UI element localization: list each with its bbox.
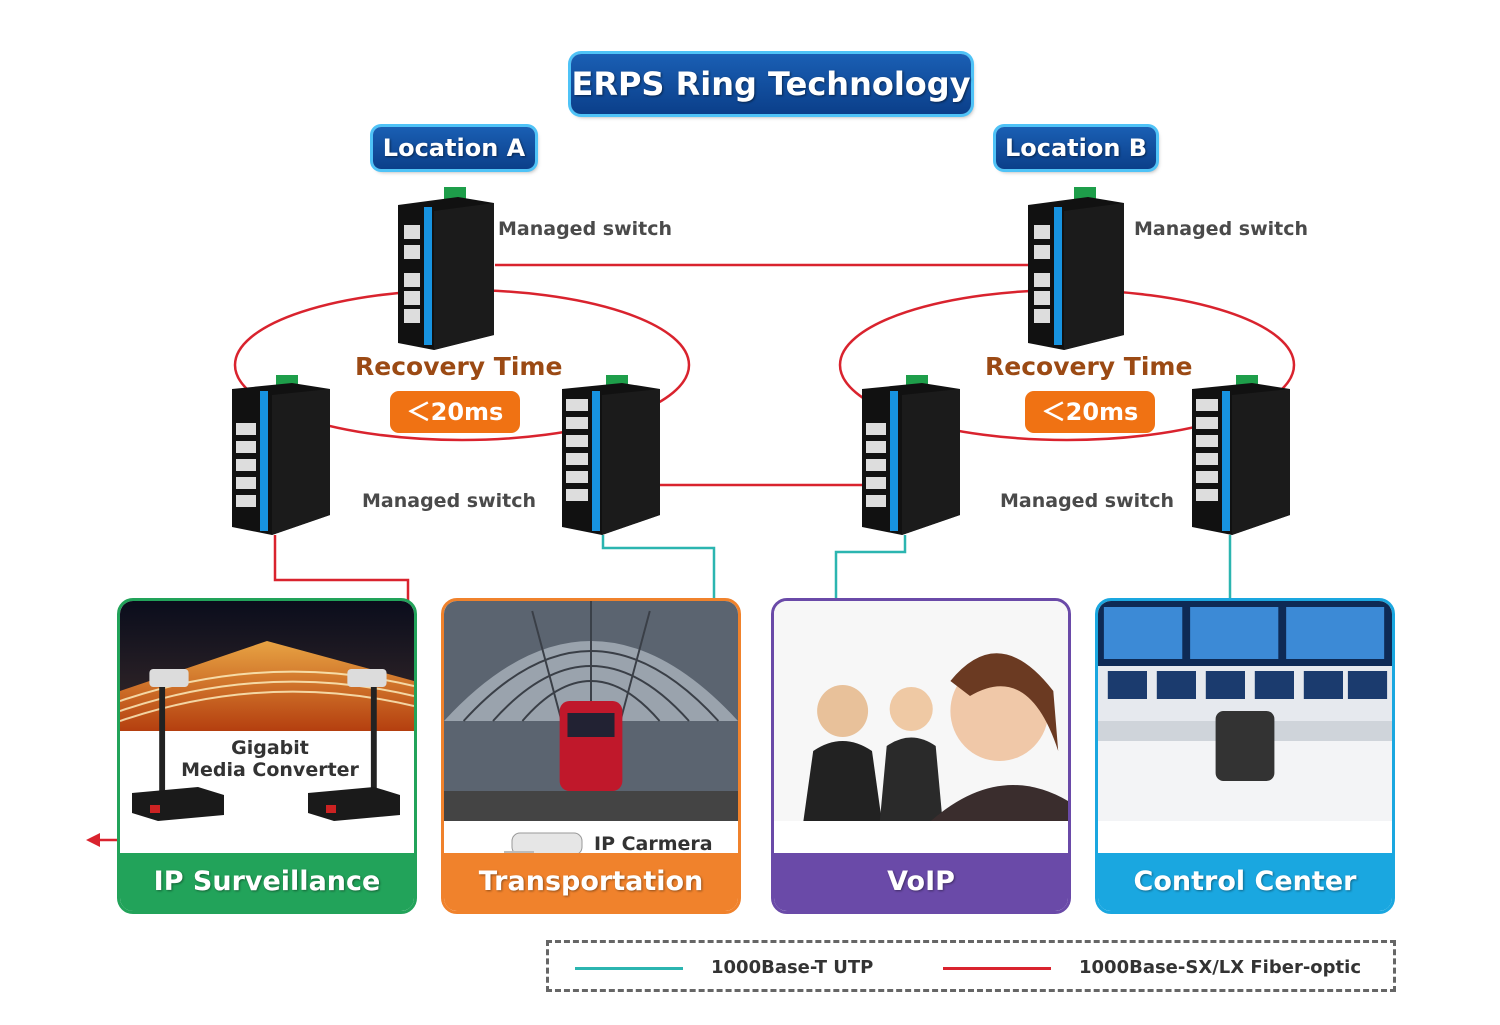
page-title: ERPS Ring Technology bbox=[571, 54, 971, 114]
media-converter-right bbox=[308, 787, 400, 821]
ip-camera-label: IP Carmera bbox=[594, 833, 713, 855]
voip-utp bbox=[834, 535, 907, 622]
control-room-image bbox=[1098, 601, 1392, 821]
panel-label-ip-surveillance: IP Surveillance bbox=[120, 853, 414, 911]
switch-a-right bbox=[562, 375, 660, 535]
media-converter-line2: Media Converter bbox=[181, 759, 359, 781]
panel-label-transportation: Transportation bbox=[444, 853, 738, 911]
switch-a-left bbox=[232, 375, 330, 535]
recovery-value-a: ＜20ms bbox=[390, 391, 520, 433]
legend-fiber-swatch bbox=[943, 967, 1051, 970]
switch-b-right bbox=[1192, 375, 1290, 535]
switch-label-a-top: Managed switch bbox=[498, 218, 673, 240]
arrow-left-icon bbox=[86, 833, 100, 847]
train-station-image bbox=[444, 601, 738, 821]
switch-b-left bbox=[862, 375, 960, 535]
legend-fiber-label: 1000Base-SX/LX Fiber-optic bbox=[1079, 957, 1361, 978]
media-converter-line1: Gigabit bbox=[231, 737, 309, 759]
location-a-badge: Location A bbox=[373, 127, 535, 169]
switch-b-top bbox=[1028, 187, 1124, 350]
legend-utp-label: 1000Base-T UTP bbox=[711, 957, 874, 978]
panel-transportation: IP Carmera Transportation bbox=[441, 598, 741, 914]
recovery-value-b: ＜20ms bbox=[1025, 391, 1155, 433]
call-center-image bbox=[774, 601, 1068, 821]
switch-label-a-bottom: Managed switch bbox=[362, 490, 537, 512]
media-converter-left bbox=[132, 787, 224, 821]
switch-a-top bbox=[398, 187, 494, 350]
recovery-label-b: Recovery Time bbox=[985, 352, 1193, 381]
panel-label-control-center: Control Center bbox=[1098, 853, 1392, 911]
panel-control-center: Control Center bbox=[1095, 598, 1395, 914]
panel-label-voip: VoIP bbox=[774, 853, 1068, 911]
panel-voip: VoIP bbox=[771, 598, 1071, 914]
highway-image bbox=[120, 601, 414, 821]
panel-ip-surveillance: Gigabit Media Converter IP Surveillance bbox=[117, 598, 417, 914]
legend-utp-swatch bbox=[575, 967, 683, 970]
location-b-badge: Location B bbox=[996, 127, 1156, 169]
legend: 1000Base-T UTP 1000Base-SX/LX Fiber-opti… bbox=[546, 940, 1396, 992]
recovery-label-a: Recovery Time bbox=[355, 352, 563, 381]
switch-label-b-bottom: Managed switch bbox=[1000, 490, 1175, 512]
media-converter-label: Gigabit Media Converter bbox=[160, 737, 380, 781]
switch-label-b-top: Managed switch bbox=[1134, 218, 1309, 240]
